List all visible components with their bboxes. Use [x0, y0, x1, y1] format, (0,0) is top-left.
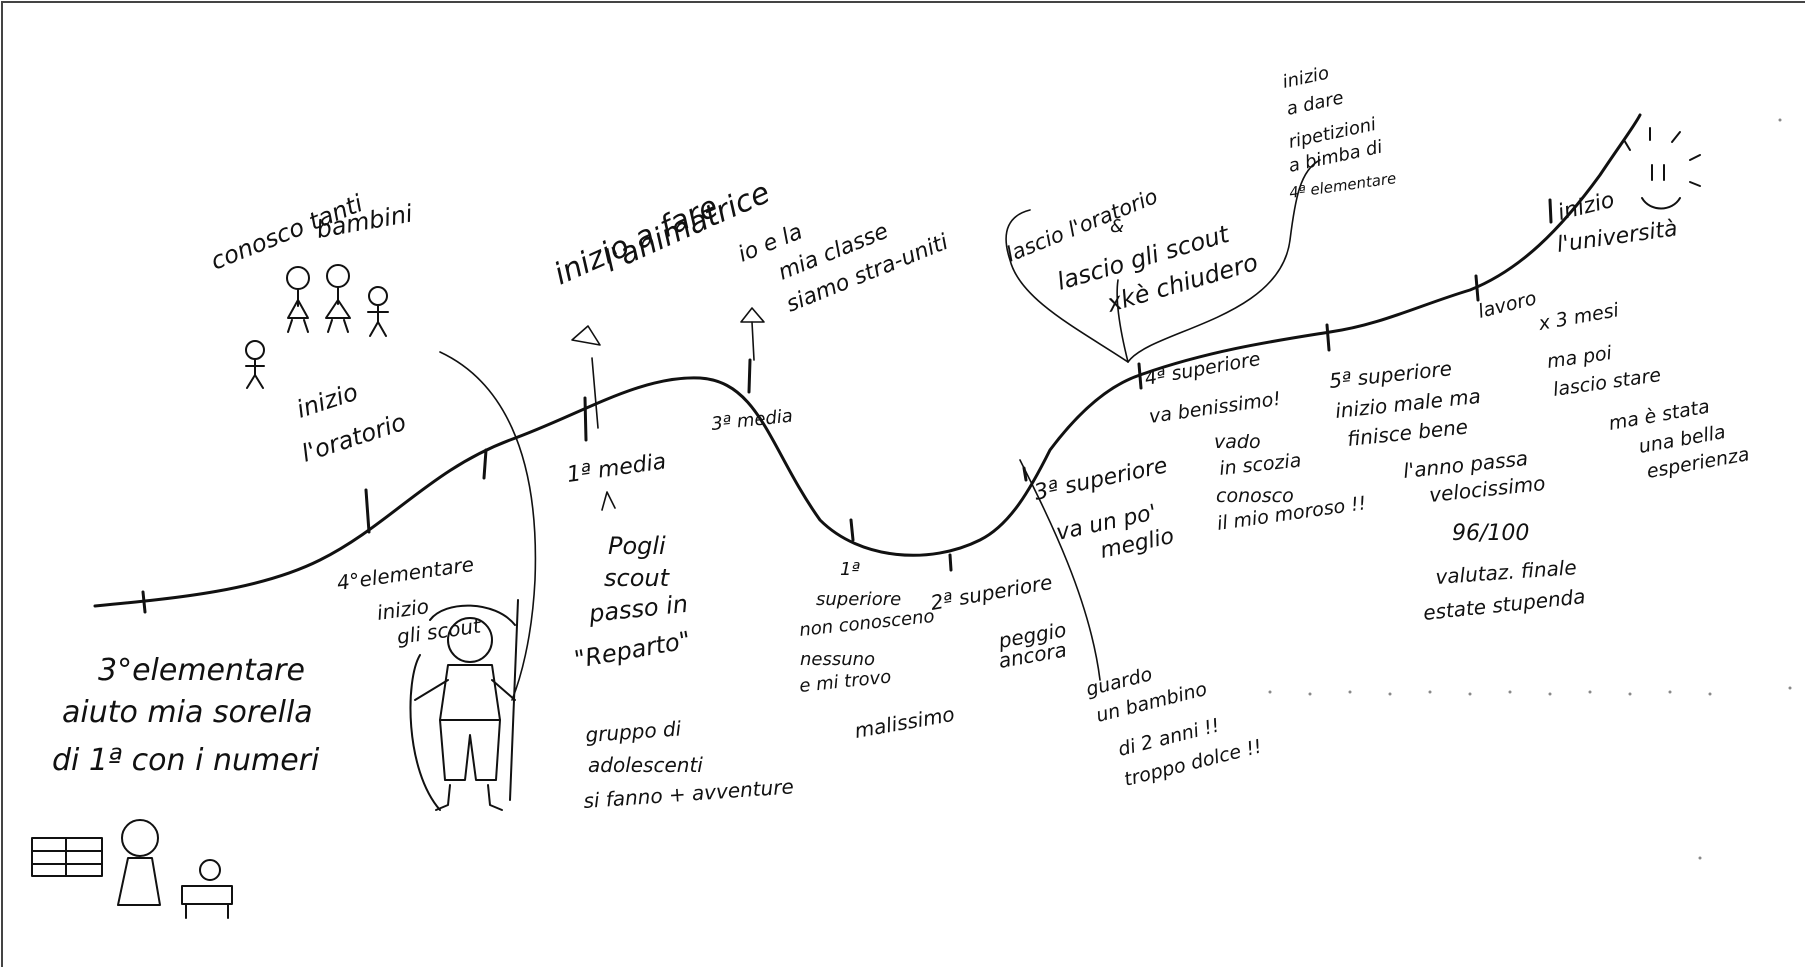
- svg-text:va benissimo!: va benissimo!: [1148, 388, 1283, 428]
- svg-text:passo in: passo in: [587, 590, 690, 628]
- label-3-media: 3ª media: [710, 406, 793, 435]
- scout-figure: [409, 599, 519, 811]
- svg-text:96/100: 96/100: [1452, 521, 1529, 546]
- svg-text:superiore: superiore: [816, 589, 901, 610]
- svg-text:4ª elementare: 4ª elementare: [1288, 169, 1397, 202]
- label-1-superiore: 1ª superiore non conosceno nessuno e mi …: [798, 559, 956, 743]
- svg-text:conosco: conosco: [1216, 485, 1294, 507]
- svg-text:inizio: inizio: [293, 378, 361, 424]
- svg-text:adolescenti: adolescenti: [588, 753, 703, 777]
- svg-text:1ª: 1ª: [840, 559, 860, 580]
- connector-lines: [439, 159, 1321, 701]
- child-with-board-drawing: [31, 819, 233, 919]
- svg-text:nessuno: nessuno: [800, 649, 875, 670]
- label-conosco-bambini: conosco tanti bambini: [207, 189, 415, 275]
- svg-text:Pogli: Pogli: [608, 532, 666, 560]
- label-4-elementare: 4°elementare inizio gli scout: [335, 552, 483, 649]
- svg-text:estate stupenda: estate stupenda: [1422, 584, 1587, 625]
- svg-text:vado: vado: [1214, 431, 1261, 453]
- label-classe-unita: io e la mia classe siamo stra-uniti: [735, 219, 952, 318]
- svg-text:"Reparto": "Reparto": [572, 626, 693, 674]
- label-reparto: Pogli scout passo in "Reparto" gruppo di…: [572, 532, 794, 813]
- label-3-elementare: 3°elementare aiuto mia sorella di 1ª con…: [52, 653, 320, 778]
- label-ripetizioni: inizio a dare ripetizioni a bimba di 4ª …: [1281, 63, 1398, 202]
- smiley-sun-drawing: [1623, 127, 1701, 210]
- label-1-media: 1ª media: [565, 449, 667, 488]
- svg-text:3°elementare: 3°elementare: [98, 653, 305, 688]
- children-figures: [245, 264, 389, 389]
- svg-text:1ª media: 1ª media: [565, 449, 667, 488]
- svg-text:in scozia: in scozia: [1218, 449, 1302, 479]
- svg-text:di 1ª con i numeri: di 1ª con i numeri: [52, 743, 320, 778]
- svg-text:x 3 mesi: x 3 mesi: [1536, 299, 1621, 335]
- svg-text:non conosceno: non conosceno: [798, 606, 935, 641]
- svg-text:5ª superiore: 5ª superiore: [1328, 356, 1453, 393]
- svg-text:e mi trovo: e mi trovo: [798, 666, 892, 697]
- label-inizio-oratorio: inizio l'oratorio: [293, 378, 409, 468]
- svg-text:lavoro: lavoro: [1476, 287, 1539, 323]
- svg-text:inizio: inizio: [375, 594, 430, 625]
- svg-text:aiuto mia sorella: aiuto mia sorella: [62, 695, 313, 730]
- svg-text:2ª superiore: 2ª superiore: [929, 570, 1054, 615]
- timeline-curve: [93, 113, 1642, 608]
- svg-text:3ª media: 3ª media: [710, 406, 793, 435]
- svg-text:4°elementare: 4°elementare: [335, 552, 475, 595]
- svg-text:inizio: inizio: [1281, 63, 1331, 93]
- label-2-superiore: 2ª superiore peggio ancora: [929, 570, 1069, 673]
- svg-text:valutaz. finale: valutaz. finale: [1435, 555, 1578, 589]
- svg-text:gruppo di: gruppo di: [585, 716, 683, 747]
- svg-text:inizio: inizio: [1555, 188, 1617, 226]
- label-animatrice: inizio a fare l'animatrice: [549, 175, 775, 292]
- label-universita: inizio l'università: [1555, 188, 1679, 258]
- label-5-superiore: 5ª superiore inizio male ma finisce bene…: [1328, 356, 1587, 625]
- label-lascio-oratorio-scout: lascio l'oratorio & lascio gli scout xkè…: [1003, 184, 1261, 318]
- svg-text:3ª superiore: 3ª superiore: [1032, 453, 1170, 506]
- svg-text:ma poi: ma poi: [1546, 342, 1614, 373]
- svg-text:a dare: a dare: [1285, 87, 1346, 120]
- label-3-superiore: 3ª superiore va un po' meglio: [1032, 453, 1176, 564]
- svg-text:4ª superiore: 4ª superiore: [1143, 348, 1262, 390]
- svg-text:si fanno + avventure: si fanno + avventure: [583, 774, 795, 813]
- svg-text:scout: scout: [604, 564, 671, 592]
- svg-text:&: &: [1110, 216, 1124, 237]
- label-guardo-bambino: guardo un bambino di 2 anni !! troppo do…: [1084, 663, 1264, 791]
- timeline-ticks: [141, 198, 1553, 614]
- scan-dotted-line: [1268, 118, 1792, 860]
- svg-text:malissimo: malissimo: [853, 702, 957, 743]
